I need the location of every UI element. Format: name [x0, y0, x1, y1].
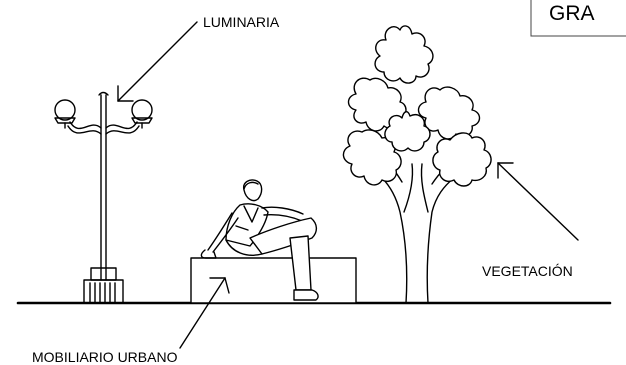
leader-vegetacion — [497, 162, 579, 241]
tree — [342, 25, 492, 304]
label-mobiliario: MOBILIARIO URBANO — [32, 349, 178, 365]
title-box: GRA — [530, 0, 626, 37]
bench — [190, 257, 357, 304]
street-lamp — [54, 91, 153, 304]
label-luminaria: LUMINARIA — [203, 14, 280, 30]
leader-luminaria — [117, 21, 198, 102]
title-text: GRA — [549, 2, 595, 25]
leader-mobiliario — [179, 277, 230, 349]
seated-person — [200, 179, 319, 301]
label-vegetacion: VEGETACIÓN — [482, 263, 573, 279]
